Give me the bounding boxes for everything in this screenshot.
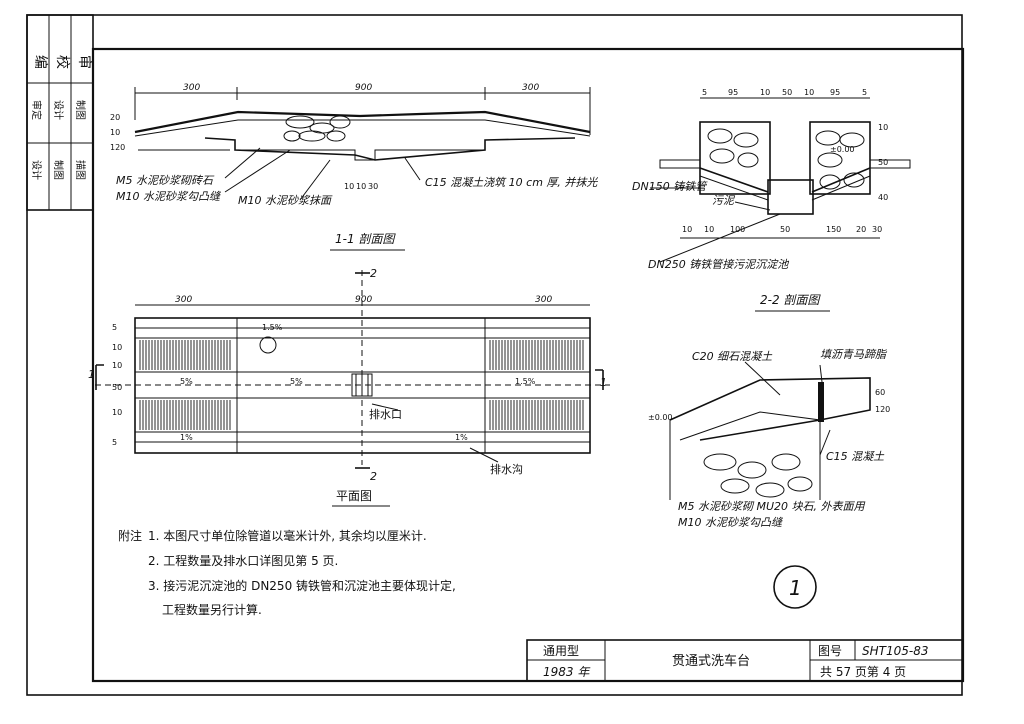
slope-4: 1% (180, 433, 193, 442)
stamp-col-3: 审 (76, 55, 92, 69)
detail-joint: ±0.00 60 120 C20 细石混凝土 填沥青马蹄脂 C15 混凝土 M5… (648, 348, 890, 529)
circle-mark-number: 1 (789, 576, 802, 600)
note-1: 1. 本图尺寸单位除管道以毫米计外, 其余均以厘米计. (148, 528, 427, 543)
title-plan: 平面图 (336, 489, 372, 503)
dim-1-1-side-a: 20 (110, 113, 120, 122)
dim-1-1-c: 300 (522, 83, 539, 93)
label-1-1-plaster: M10 水泥砂浆抹面 (238, 194, 333, 207)
cut-mark-1-right: 1 (600, 376, 607, 389)
dim-1-1-side-b: 10 (110, 128, 120, 137)
dim-2-2-top-2: 10 (760, 88, 770, 97)
label-detail-brick: M5 水泥砂浆砌 MU20 块石, 外表面用 (678, 500, 866, 513)
title-1-1: 1-1 剖面图 (335, 232, 396, 246)
title-block-no: SHT105-83 (862, 644, 928, 658)
label-1-1-brick: M5 水泥砂浆砌砖石 (116, 174, 215, 187)
section-2-2: 5 95 10 50 10 95 5 ±0.00 10 50 40 10 (632, 88, 911, 312)
dim-1-1-small-a: 10 (344, 182, 354, 191)
stamp-mid-3: 制图 (74, 100, 87, 120)
note-4: 工程数量另行计算. (162, 602, 262, 617)
dim-1-1-side-c: 120 (110, 143, 125, 152)
plan-left-dim-2: 10 (112, 361, 122, 370)
label-pipe150: DN150 铸铁管 (632, 180, 708, 193)
plan-left-dim-5: 5 (112, 438, 117, 447)
title-block: 通用型 1983 年 贯通式洗车台 图号 SHT105-83 共 57 页第 4… (526, 639, 964, 682)
dim-2-2-right-1: 50 (878, 158, 888, 167)
title-2-2: 2-2 剖面图 (760, 293, 821, 307)
plan-left-dim-0: 5 (112, 323, 117, 332)
stamp-mid-2: 设计 (52, 100, 65, 120)
label-c20: C20 细石混凝土 (692, 350, 773, 363)
cut-mark-2-top: 2 (370, 267, 377, 280)
dim-2-2-top-3: 50 (782, 88, 792, 97)
label-pipe250: DN250 铸铁管接污泥沉淀池 (648, 258, 789, 271)
dim-2-2-top-4: 10 (804, 88, 814, 97)
dim-2-2-bot-6: 30 (872, 225, 882, 234)
dim-detail-0: 60 (875, 388, 885, 397)
dim-2-2-bot-4: 150 (826, 225, 841, 234)
slope-0: 1.5% (262, 323, 283, 332)
stamp-mid-1: 审定 (30, 100, 43, 120)
dim-2-2-bot-3: 50 (780, 225, 790, 234)
notes: 附注 1. 本图尺寸单位除管道以毫米计外, 其余均以厘米计. 2. 工程数量及排… (118, 528, 456, 617)
label-outlet: 排水口 (369, 407, 402, 421)
dim-1-1-b: 900 (355, 83, 372, 93)
label-ditch: 排水沟 (490, 462, 523, 476)
title-block-year-label: 通用型 (543, 644, 579, 658)
stamp-col-1: 编 (32, 55, 48, 69)
sheet-circle-mark: 1 (773, 565, 817, 609)
dim-2-2-bot-2: 100 (730, 225, 745, 234)
dim-2-2-top-5: 95 (830, 88, 840, 97)
dim-detail-1: 120 (875, 405, 890, 414)
slope-3: 1.5% (515, 377, 536, 386)
dim-2-2-top-0: 5 (702, 88, 707, 97)
note-2: 2. 工程数量及排水口详图见第 5 页. (148, 553, 338, 568)
side-stamp: 编 校 审 审定 设计 制图 设计 制图 描图 (26, 14, 94, 211)
dim-2-2-right-2: 40 (878, 193, 888, 202)
dim-2-2-top-6: 5 (862, 88, 867, 97)
plan-left-dim-1: 10 (112, 343, 122, 352)
stamp-col-2: 校 (54, 55, 71, 69)
cut-mark-1-left: 1 (88, 368, 95, 381)
slope-1: 5% (180, 377, 193, 386)
dim-2-2-bot-5: 20 (856, 225, 866, 234)
dim-2-2-bot-0: 10 (682, 225, 692, 234)
title-block-pages: 共 57 页第 4 页 (820, 665, 906, 679)
dim-plan-b: 900 (355, 295, 372, 305)
stamp-low-3: 描图 (74, 160, 87, 180)
title-block-no-label: 图号 (818, 644, 842, 658)
note-3: 3. 接污泥沉淀池的 DN250 铸铁管和沉淀池主要体现计定, (148, 578, 456, 593)
slope-5: 1% (455, 433, 468, 442)
label-detail-mortar: M10 水泥砂浆勾凸缝 (678, 516, 784, 529)
slope-2: 5% (290, 377, 303, 386)
label-1-1-mortar: M10 水泥砂浆勾凸缝 (116, 190, 222, 203)
label-sludge: 污泥 (712, 194, 736, 207)
plan-left-dim-3: 50 (112, 383, 122, 392)
label-asphalt: 填沥青马蹄脂 (820, 348, 888, 361)
dim-2-2-right-0: 10 (878, 123, 888, 132)
dim-plan-a: 300 (175, 295, 192, 305)
plan-left-dim-4: 10 (112, 408, 122, 417)
section-1-1: 300 900 300 20 10 120 10 10 30 M5 水泥砂浆砌砖… (110, 83, 598, 251)
title-block-name: 贯通式洗车台 (672, 653, 750, 669)
cut-mark-2-bottom: 2 (370, 470, 377, 483)
elev-detail: ±0.00 (648, 413, 673, 422)
label-c15: C15 混凝土 (826, 450, 885, 463)
stamp-low-1: 设计 (30, 160, 43, 180)
dim-1-1-small-c: 30 (368, 182, 378, 191)
elev-2-2: ±0.00 (830, 145, 855, 154)
stamp-low-2: 制图 (52, 160, 65, 180)
plan-view: 300 900 300 1.5% 5% 5% 1.5% 1% 1% 5 10 1… (88, 267, 610, 507)
dim-1-1-a: 300 (183, 83, 200, 93)
title-block-year: 1983 年 (543, 665, 591, 679)
dim-plan-c: 300 (535, 295, 552, 305)
label-1-1-concrete: C15 混凝土浇筑 10 cm 厚, 并抹光 (425, 176, 598, 189)
dim-1-1-small-b: 10 (356, 182, 366, 191)
notes-heading: 附注 (118, 528, 142, 543)
dim-2-2-bot-1: 10 (704, 225, 714, 234)
dim-2-2-top-1: 95 (728, 88, 738, 97)
